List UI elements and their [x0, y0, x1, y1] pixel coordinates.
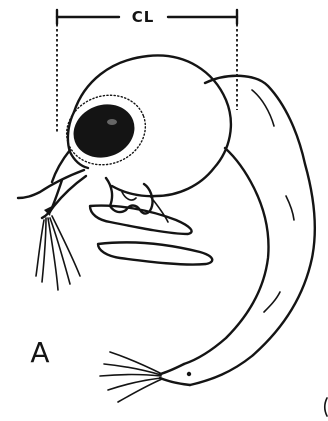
appendage-base-link	[150, 196, 168, 222]
abdomen-outer-edge	[190, 76, 315, 385]
appendage-upper	[90, 206, 192, 234]
carapace-length-label: CL	[132, 8, 155, 26]
compound-eye	[57, 84, 155, 175]
telson-base	[160, 364, 190, 385]
abdomen-segment-1	[252, 90, 274, 126]
eye-stipple-highlight	[107, 119, 117, 125]
abdomen	[184, 76, 315, 385]
telson-seta-3	[100, 375, 161, 377]
abdomen-segment-3	[264, 292, 280, 312]
telson-seta-1	[110, 352, 162, 374]
telson	[100, 352, 191, 402]
abdomen-segment-2	[286, 196, 294, 220]
appendage-lower	[98, 242, 212, 264]
antennae	[18, 170, 86, 290]
panel-label: A	[30, 336, 49, 369]
telson-seta-5	[118, 379, 162, 402]
scan-edge-mark	[325, 398, 327, 416]
telson-node	[187, 372, 191, 376]
abdomen-inner-edge	[184, 148, 268, 364]
